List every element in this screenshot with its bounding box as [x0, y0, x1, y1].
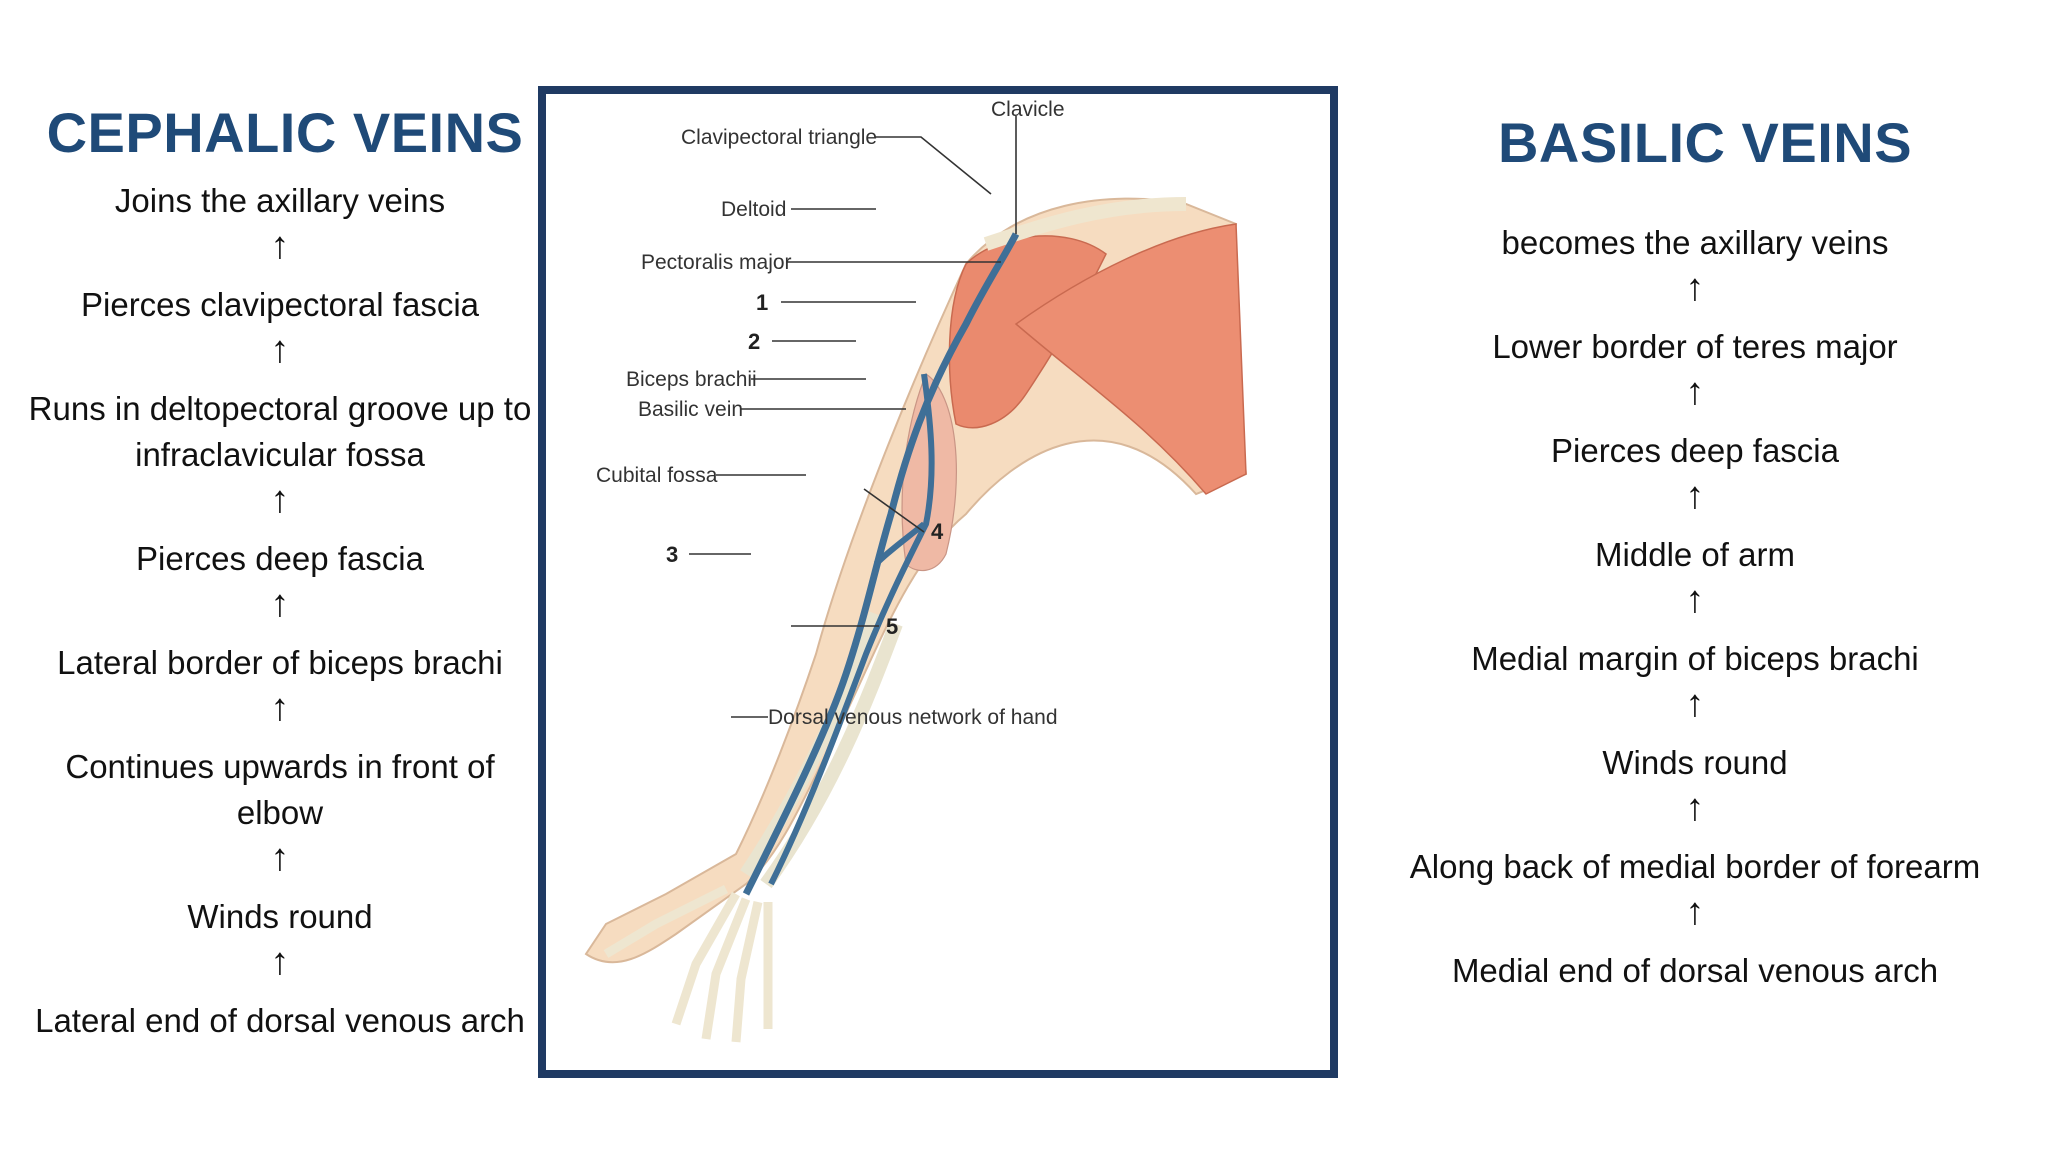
arm-outline	[584, 197, 1248, 964]
cephalic-step: Runs in deltopectoral groove up to infra…	[28, 390, 532, 473]
basilic-step: Medial margin of biceps brachi	[1471, 640, 1919, 677]
number-5: 5	[886, 614, 898, 639]
up-arrow-icon: ↑	[270, 225, 290, 267]
number-3: 3	[666, 542, 678, 567]
arm-vein-diagram: Clavicle Clavipectoral triangle Deltoid …	[538, 86, 1338, 1078]
cephalic-vein	[742, 232, 1020, 896]
basilic-step: Pierces deep fascia	[1551, 432, 1839, 469]
spacer	[20, 372, 540, 386]
label-clavicle: Clavicle	[991, 98, 1065, 121]
clavicle-bone	[983, 197, 1187, 251]
spacer	[20, 626, 540, 640]
up-arrow-icon: ↑	[270, 329, 290, 371]
spacer	[1400, 726, 1990, 740]
spacer	[1400, 518, 1990, 532]
label-deltoid: Deltoid	[721, 198, 786, 221]
spacer	[1400, 830, 1990, 844]
cephalic-step: Lateral border of biceps brachi	[57, 644, 503, 681]
up-arrow-icon: ↑	[270, 941, 290, 983]
spacer	[20, 730, 540, 744]
number-4: 4	[931, 519, 944, 544]
cephalic-steps: Joins the axillary veins ↑ Pierces clavipe…	[20, 178, 540, 1044]
basilic-title: BASILIC VEINS	[1497, 111, 1913, 174]
number-2: 2	[748, 329, 760, 354]
basilic-step: becomes the axillary veins	[1501, 224, 1889, 261]
up-arrow-icon: ↑	[270, 837, 290, 879]
label-dorsal-venous-network: Dorsal venous network of hand	[768, 706, 1058, 729]
spacer	[20, 522, 540, 536]
label-pectoralis-major: Pectoralis major	[641, 251, 792, 274]
up-arrow-icon: ↑	[1685, 267, 1705, 309]
up-arrow-icon: ↑	[1685, 891, 1705, 933]
label-basilic-vein: Basilic vein	[638, 398, 743, 421]
cephalic-step: Pierces clavipectoral fascia	[81, 286, 479, 323]
spacer	[1400, 622, 1990, 636]
spacer	[20, 880, 540, 894]
spacer	[20, 268, 540, 282]
basilic-vein	[768, 373, 935, 886]
spacer	[1400, 414, 1990, 428]
up-arrow-icon: ↑	[1685, 579, 1705, 621]
cephalic-step: Winds round	[187, 898, 373, 935]
basilic-steps: becomes the axillary veins ↑ Lower border …	[1400, 220, 1990, 994]
cephalic-step: Continues upwards in front of elbow	[65, 748, 495, 831]
up-arrow-icon: ↑	[270, 687, 290, 729]
label-clavipectoral-triangle: Clavipectoral triangle	[681, 126, 877, 149]
label-cubital-fossa: Cubital fossa	[596, 464, 718, 487]
up-arrow-icon: ↑	[1685, 787, 1705, 829]
arm-illustration: Clavicle Clavipectoral triangle Deltoid …	[584, 98, 1248, 1043]
basilic-step: Medial end of dorsal venous arch	[1451, 952, 1939, 989]
up-arrow-icon: ↑	[1685, 683, 1705, 725]
label-biceps-brachii: Biceps brachii	[626, 368, 757, 391]
basilic-step: Middle of arm	[1595, 536, 1795, 573]
spacer	[1400, 310, 1990, 324]
basilic-step: Lower border of teres major	[1492, 328, 1898, 365]
up-arrow-icon: ↑	[270, 583, 290, 625]
cephalic-step: Lateral end of dorsal venous arch	[35, 1002, 525, 1039]
number-1: 1	[756, 290, 768, 315]
pectoralis-major-muscle	[1014, 223, 1247, 495]
spacer	[20, 984, 540, 998]
basilic-step: Winds round	[1602, 744, 1788, 781]
up-arrow-icon: ↑	[270, 479, 290, 521]
cephalic-step: Joins the axillary veins	[114, 182, 446, 219]
up-arrow-icon: ↑	[1685, 371, 1705, 413]
hand-bones	[603, 884, 773, 1043]
cephalic-title: CEPHALIC VEINS	[46, 101, 524, 164]
spacer	[1400, 934, 1990, 948]
cephalic-step: Pierces deep fascia	[136, 540, 424, 577]
median-cubital-vein	[873, 521, 926, 567]
basilic-step: Along back of medial border of forearm	[1409, 848, 1981, 885]
up-arrow-icon: ↑	[1685, 475, 1705, 517]
